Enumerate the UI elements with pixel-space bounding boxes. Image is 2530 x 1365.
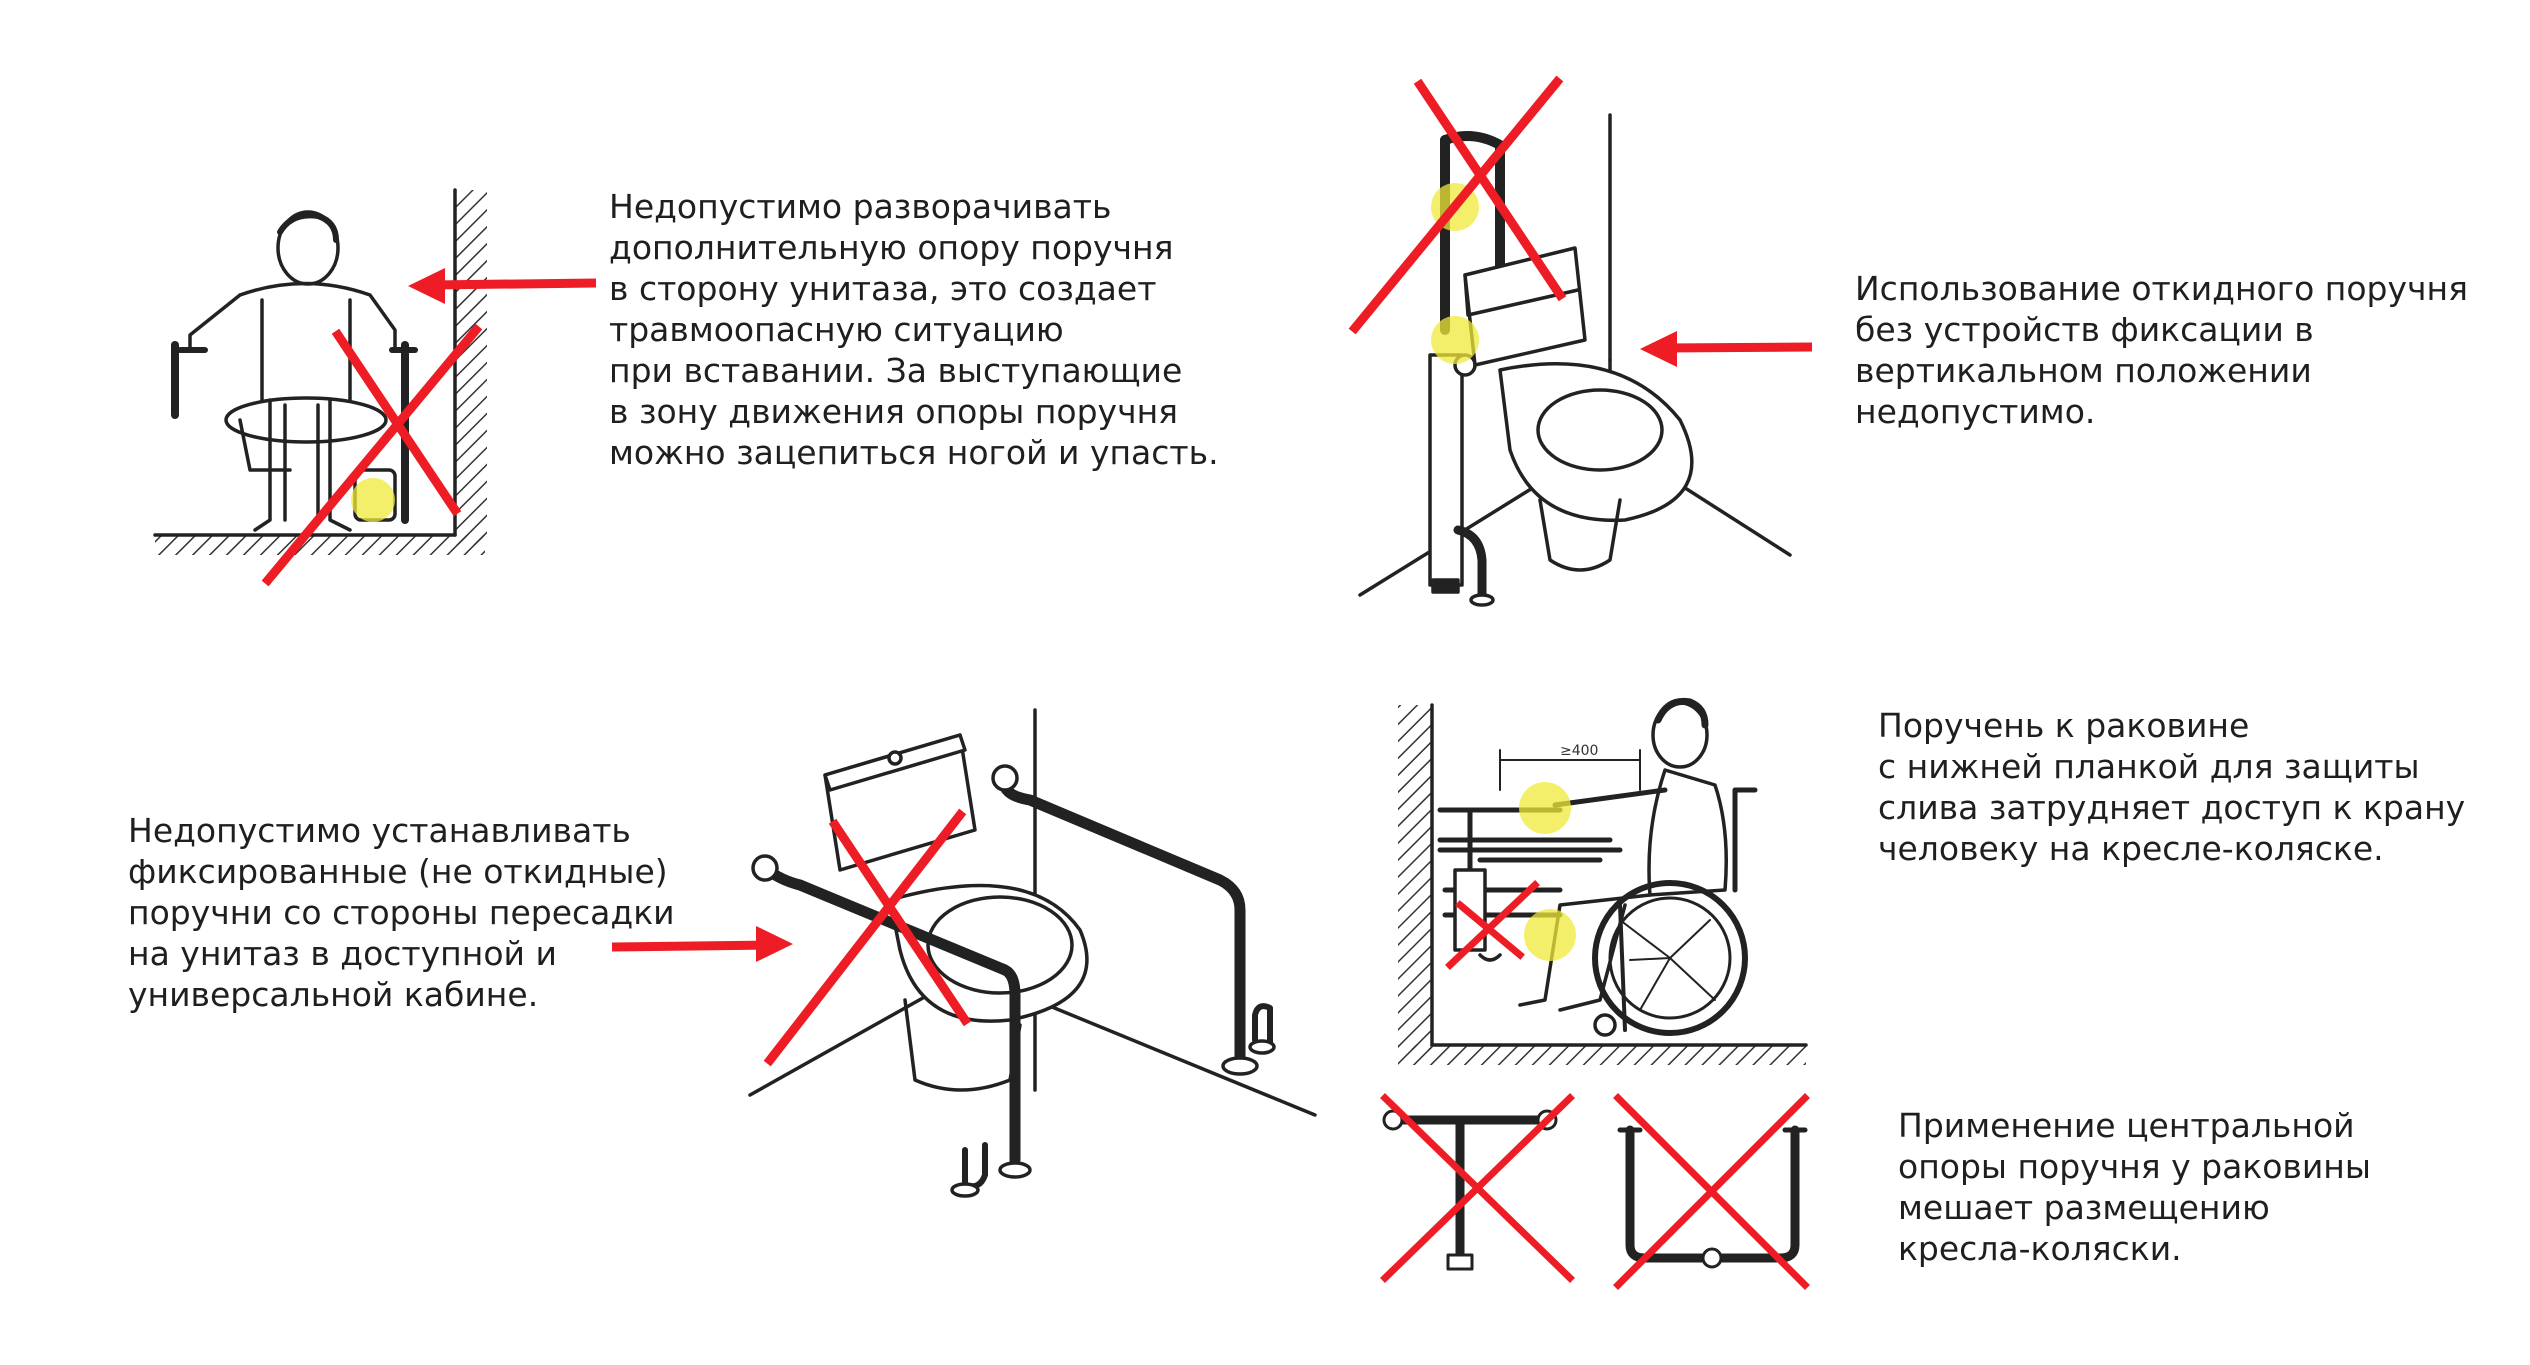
highlight-circle-icon: [1524, 909, 1576, 961]
caption-line: с нижней планкой для защиты: [1878, 747, 2420, 786]
caption-line: в зону движения опоры поручня: [609, 392, 1178, 431]
caption-line: вертикальном положении: [1855, 351, 2312, 390]
caption-line: при вставании. За выступающие: [609, 351, 1183, 390]
caption-line: Использование откидного поручня: [1855, 269, 2468, 308]
caption-line: можно зацепиться ногой и упасть.: [609, 433, 1219, 472]
cross-mark-icon: [1445, 880, 1540, 970]
caption-line: поручни со стороны пересадки: [128, 893, 675, 932]
illustration-fixed-rails: [748, 708, 1317, 1198]
illustration-rail-variants: [1382, 1109, 1808, 1271]
caption-top-right: Использование откидного поручня без устр…: [1855, 268, 2468, 432]
caption-top-left: Недопустимо разворачивать дополнительную…: [609, 186, 1219, 473]
cross-mark-icon: [261, 323, 483, 587]
illustration-seated-man: [153, 188, 487, 555]
caption-line: на унитаз в доступной и: [128, 934, 557, 973]
highlight-circle-icon: [1519, 782, 1571, 834]
illustration-wheelchair-sink: [1398, 697, 1808, 1065]
cross-mark-icon: [1613, 1093, 1810, 1290]
caption-line: слива затрудняет доступ к крану: [1878, 788, 2466, 827]
caption-line: недопустимо.: [1855, 392, 2096, 431]
arrow-left-icon: [408, 268, 597, 304]
caption-bottom-left: Недопустимо устанавливать фиксированные …: [128, 810, 675, 1015]
highlight-circle-icon: [1431, 316, 1479, 364]
caption-line: травмоопасную ситуацию: [609, 310, 1064, 349]
caption-mid-right: Поручень к раковине с нижней планкой для…: [1878, 705, 2465, 869]
caption-line: кресла-коляски.: [1898, 1229, 2182, 1268]
illustration-foldable-rail: [1358, 113, 1792, 607]
caption-line: Поручень к раковине: [1878, 706, 2250, 745]
highlight-circle-icon: [351, 478, 395, 522]
caption-line: универсальной кабине.: [128, 975, 539, 1014]
caption-line: дополнительную опору поручня: [609, 228, 1174, 267]
caption-line: Недопустимо устанавливать: [128, 811, 631, 850]
caption-line: в сторону унитаза, это создает: [609, 269, 1157, 308]
dimension-label: ≥400: [1560, 743, 1598, 759]
cross-mark-icon: [763, 808, 972, 1067]
caption-line: человеку на кресле-коляске.: [1878, 829, 2384, 868]
arrow-left-icon: [1640, 331, 1813, 367]
caption-line: мешает размещению: [1898, 1188, 2270, 1227]
caption-line: Недопустимо разворачивать: [609, 187, 1112, 226]
caption-line: Применение центральной: [1898, 1106, 2355, 1145]
caption-line: без устройств фиксации в: [1855, 310, 2314, 349]
caption-bottom-right: Применение центральной опоры поручня у р…: [1898, 1105, 2371, 1269]
caption-line: опоры поручня у раковины: [1898, 1147, 2371, 1186]
cross-mark-icon: [1348, 75, 1567, 335]
cross-mark-icon: [1380, 1093, 1575, 1283]
arrow-right-icon: [611, 926, 793, 962]
caption-line: фиксированные (не откидные): [128, 852, 668, 891]
